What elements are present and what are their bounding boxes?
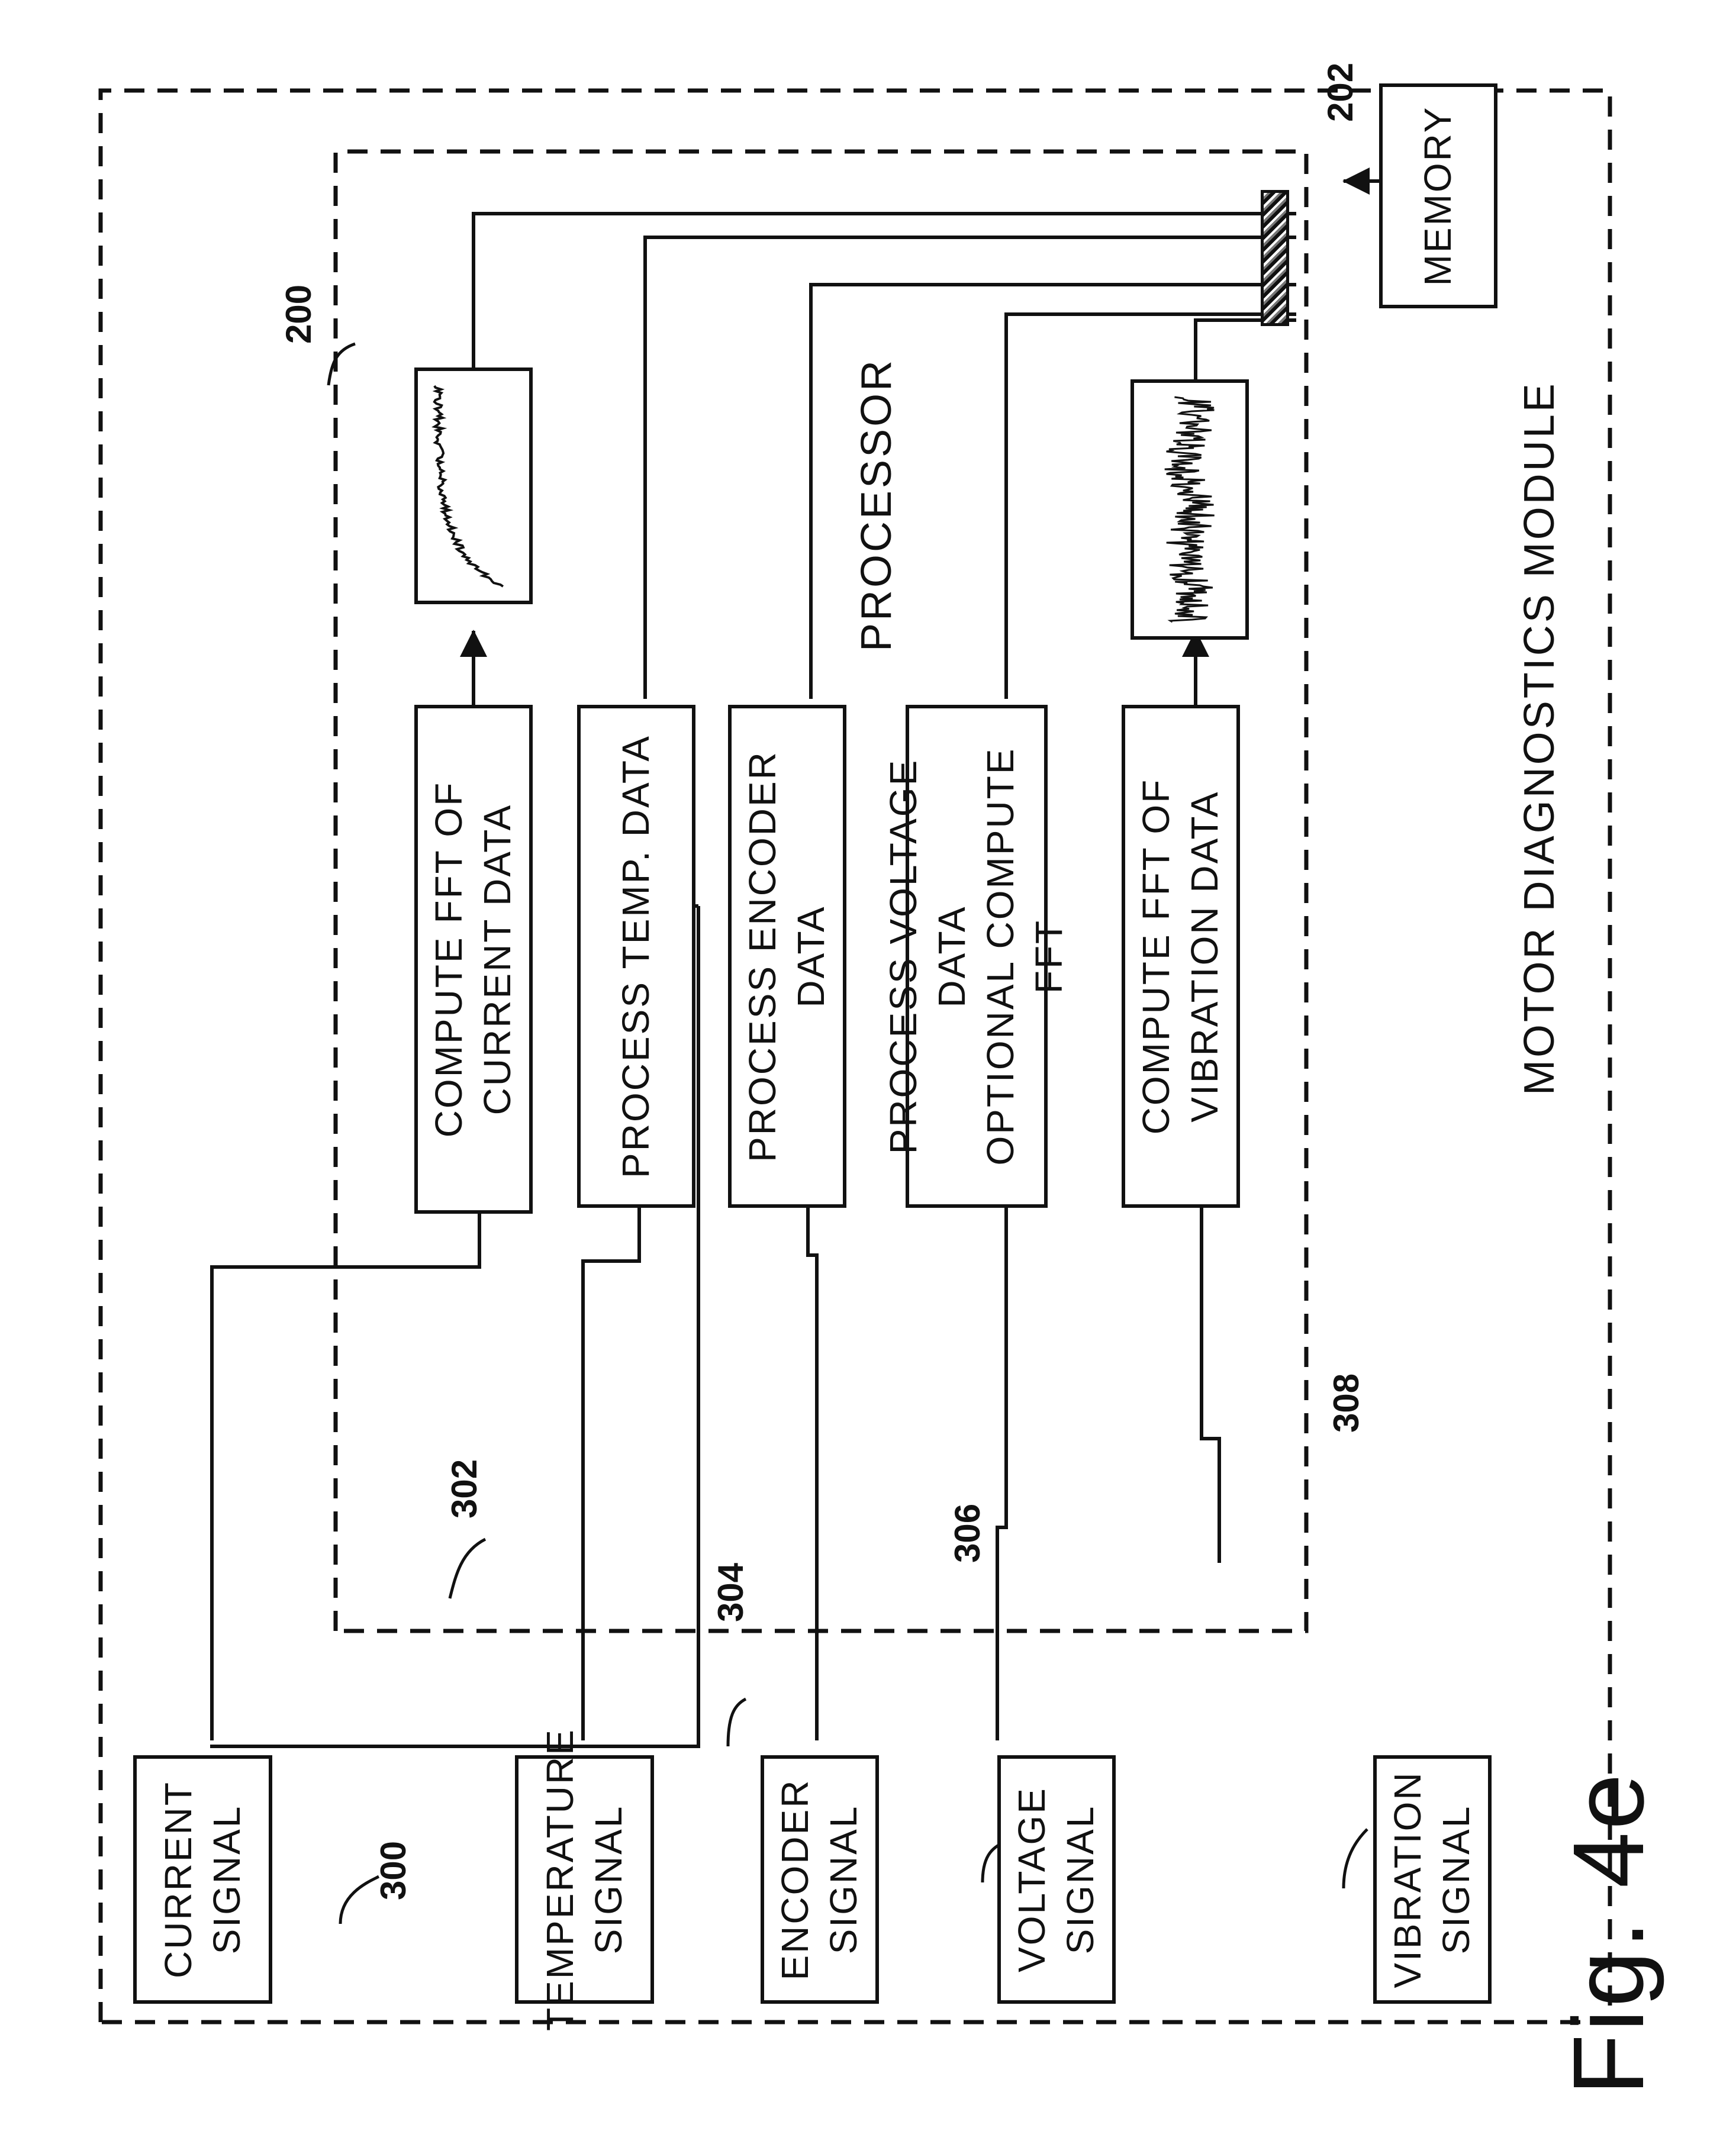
module-label: MOTOR DIAGNOSTICS MODULE xyxy=(1515,381,1564,1095)
stage-voltage-box: PROCESS VOLTAGE DATA OPTIONAL COMPUTE FF… xyxy=(906,705,1048,1208)
stage-vibration-fft-label: COMPUTE FFT OF VIBRATION DATA xyxy=(1132,778,1229,1135)
current-signal-box: CURRENT SIGNAL xyxy=(133,1755,272,2004)
voltage-signal-box: VOLTAGE SIGNAL xyxy=(997,1755,1116,2004)
ref-308: 308 xyxy=(1326,1374,1367,1433)
vibration-signal-label: VIBRATION SIGNAL xyxy=(1384,1771,1481,1988)
stage-vibration-fft-box: COMPUTE FFT OF VIBRATION DATA xyxy=(1122,705,1240,1208)
memory-box: MEMORY xyxy=(1379,83,1497,308)
stage-current-fft-box: COMPUTE FFT OF CURRENT DATA xyxy=(414,705,533,1214)
memory-label: MEMORY xyxy=(1414,106,1463,286)
temperature-signal-label: TEMPERATURE SIGNAL xyxy=(536,1728,633,2031)
voltage-signal-label: VOLTAGE SIGNAL xyxy=(1008,1787,1105,1972)
data-bus xyxy=(1261,190,1289,326)
ref-304-leader xyxy=(728,1699,746,1746)
ref-308-leader xyxy=(1344,1829,1367,1888)
encoder-signal-label: ENCODER SIGNAL xyxy=(771,1778,868,1980)
current-fft-plot xyxy=(414,367,533,604)
ref-300: 300 xyxy=(373,1841,414,1900)
vibration-signal-box: VIBRATION SIGNAL xyxy=(1373,1755,1492,2004)
ref-202: 202 xyxy=(1320,63,1361,122)
current-signal-label: CURRENT SIGNAL xyxy=(154,1781,252,1978)
ref-200-leader xyxy=(328,344,355,385)
stage-voltage-label: PROCESS VOLTAGE DATA OPTIONAL COMPUTE FF… xyxy=(880,708,1074,1204)
figure-label: Fig. 4e xyxy=(1551,1771,1667,2095)
vibration-fft-plot xyxy=(1131,379,1249,640)
stage-temp-box: PROCESS TEMP. DATA xyxy=(577,705,695,1208)
ref-302-leader xyxy=(450,1539,485,1598)
ref-302: 302 xyxy=(444,1459,485,1519)
ref-306: 306 xyxy=(947,1504,988,1563)
wire-vibration-plot-out xyxy=(1196,320,1296,379)
ref-304: 304 xyxy=(710,1563,751,1622)
stage-encoder-box: PROCESS ENCODER DATA xyxy=(728,705,846,1208)
processor-label: PROCESSOR xyxy=(852,358,901,652)
stage-temp-label: PROCESS TEMP. DATA xyxy=(612,734,661,1178)
ref-200: 200 xyxy=(278,285,319,344)
encoder-signal-box: ENCODER SIGNAL xyxy=(761,1755,879,2004)
temperature-signal-box: TEMPERATURE SIGNAL xyxy=(515,1755,654,2004)
stage-encoder-label: PROCESS ENCODER DATA xyxy=(739,750,836,1162)
stage-current-fft-label: COMPUTE FFT OF CURRENT DATA xyxy=(425,781,522,1138)
